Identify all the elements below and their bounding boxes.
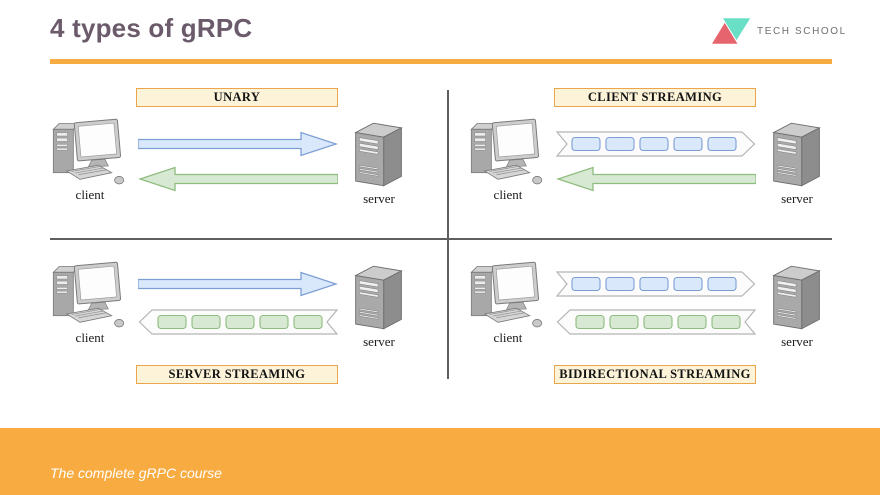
request-arrow-icon — [138, 131, 338, 157]
server-tower-icon — [769, 261, 825, 333]
server-host: server — [765, 118, 829, 207]
quadrant-bidirectional-streaming: client server BIDIRECTIONAL STREAMING — [462, 258, 869, 426]
server-host: server — [765, 261, 829, 350]
server-label: server — [363, 334, 395, 349]
quadrant-title: CLIENT STREAMING — [554, 88, 756, 107]
client-host: client — [464, 116, 552, 203]
request-stream-icon — [556, 131, 756, 157]
quadrant-title: BIDIRECTIONAL STREAMING — [554, 365, 756, 384]
client-label: client — [75, 187, 105, 202]
client-label: client — [493, 187, 523, 202]
quadrant-title: SERVER STREAMING — [136, 365, 338, 384]
horizontal-divider — [50, 238, 832, 240]
server-tower-icon — [351, 261, 407, 333]
quadrant-server-streaming: client server SERVER STREAMING — [44, 258, 451, 426]
brand-name: TECH SCHOOL — [757, 25, 847, 37]
request-arrow-icon — [138, 271, 338, 297]
request-stream-icon — [556, 271, 756, 297]
server-host: server — [347, 118, 411, 207]
client-label: client — [493, 330, 523, 345]
page-title: 4 types of gRPC — [50, 13, 253, 43]
client-host: client — [46, 116, 134, 203]
title-underline — [50, 59, 832, 64]
response-stream-icon — [138, 309, 338, 335]
client-host: client — [46, 259, 134, 346]
client-computer-icon — [465, 259, 551, 329]
server-tower-icon — [351, 118, 407, 190]
response-arrow-icon — [138, 166, 338, 192]
quadrant-client-streaming: CLIENT STREAMING client server — [462, 87, 869, 255]
client-computer-icon — [47, 259, 133, 329]
server-tower-icon — [769, 118, 825, 190]
client-computer-icon — [47, 116, 133, 186]
server-label: server — [781, 334, 813, 349]
client-label: client — [75, 330, 105, 345]
response-arrow-icon — [556, 166, 756, 192]
brand-logo: TECH SCHOOL — [712, 17, 847, 45]
response-stream-icon — [556, 309, 756, 335]
client-host: client — [464, 259, 552, 346]
quadrant-unary: UNARY client server — [44, 87, 451, 255]
server-label: server — [363, 191, 395, 206]
course-caption: The complete gRPC course — [50, 465, 222, 481]
client-computer-icon — [465, 116, 551, 186]
tech-school-logo-icon — [712, 18, 751, 44]
quadrant-title: UNARY — [136, 88, 338, 107]
server-host: server — [347, 261, 411, 350]
vertical-divider — [447, 90, 449, 379]
server-label: server — [781, 191, 813, 206]
footer-band: The complete gRPC course — [0, 428, 880, 495]
